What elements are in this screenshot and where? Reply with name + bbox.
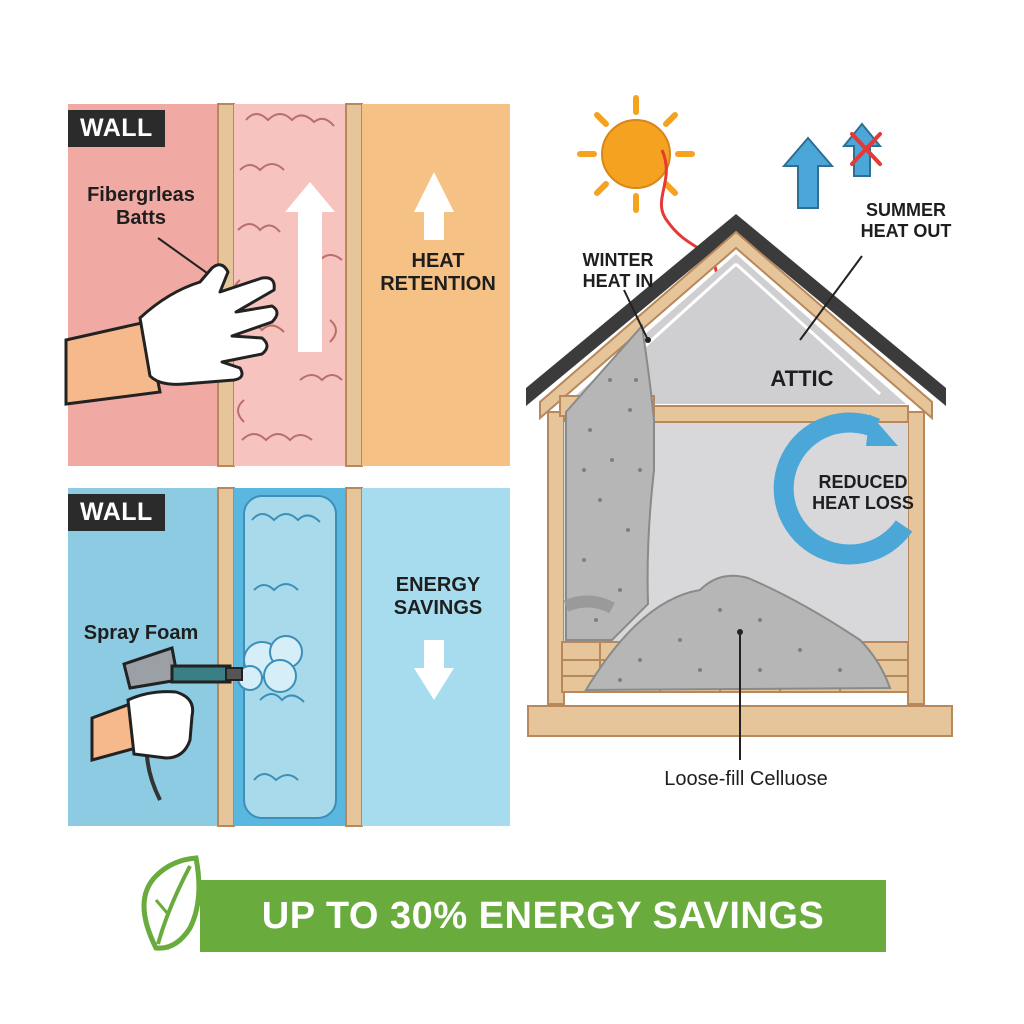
label-line: SUMMER	[866, 200, 946, 220]
gloved-hand-icon	[64, 263, 279, 406]
circular-arrow-head	[866, 414, 898, 446]
spray-gun-icon	[90, 646, 243, 801]
loose-fill-cellulose-label: Loose-fill Celluose	[664, 768, 828, 790]
heat-retention-zone	[362, 104, 510, 466]
reduced-heat-loss-label: REDUCED HEAT LOSS	[800, 472, 926, 513]
foam-texture	[251, 513, 321, 782]
roof-rafter	[539, 230, 933, 421]
label-line: HEAT OUT	[860, 220, 952, 241]
sun-icon	[577, 95, 695, 213]
house-cross-section	[526, 95, 953, 760]
up-arrow-icon	[781, 136, 835, 209]
label-line: ENERGY	[395, 574, 481, 596]
cellulose-texture	[618, 608, 842, 682]
up-arrow-icon	[414, 172, 454, 240]
label-line: Batts	[115, 207, 166, 229]
wall-tag: WALL	[68, 494, 165, 531]
summer-heat-out-label: SUMMER HEAT OUT	[846, 200, 966, 241]
house-wall-right	[907, 411, 925, 705]
cellulose-texture	[582, 378, 642, 622]
circular-arrow-icon	[773, 412, 913, 565]
wall-stud-right	[345, 103, 363, 467]
label-line: Fibergrleas	[87, 184, 195, 206]
spray-plume	[237, 635, 303, 693]
label-line: WINTER	[582, 250, 654, 270]
cross-mark-icon	[850, 132, 882, 166]
savings-banner: UP TO 30% ENERGY SAVINGS	[200, 880, 886, 952]
label-line: RETENTION	[380, 273, 496, 295]
pointer-line	[157, 237, 215, 279]
spray-foam-wall-panel	[68, 487, 510, 827]
pointer-line	[623, 289, 649, 341]
down-arrow-icon	[414, 640, 454, 700]
label-line: SAVINGS	[393, 597, 483, 619]
up-arrow-icon	[841, 122, 883, 177]
pointer-line	[799, 255, 863, 341]
spray-foam-label: Spray Foam	[83, 622, 199, 644]
wall-stud-left	[217, 487, 235, 827]
fiberglass-batts-label: Fibergrleas Batts	[70, 184, 212, 230]
wall-cellulose	[565, 323, 655, 641]
winter-heat-in-label: WINTER HEAT IN	[560, 250, 676, 291]
label-line: HEAT LOSS	[812, 492, 914, 513]
attic-space	[566, 254, 906, 404]
pointer-dot	[737, 629, 743, 635]
attic-label: ATTIC	[770, 366, 834, 391]
heat-retention-label: HEAT RETENTION	[372, 250, 504, 296]
blower-hose	[563, 595, 615, 614]
wall-tag: WALL	[68, 110, 165, 147]
pointer-dot	[645, 337, 651, 343]
label-line: REDUCED	[818, 472, 908, 492]
label-line: HEAT IN	[582, 270, 654, 291]
fiberglass-wall-panel	[64, 103, 510, 467]
wall-stud-right	[345, 487, 363, 827]
label-line: HEAT	[411, 250, 465, 272]
energy-savings-label: ENERGY SAVINGS	[372, 574, 504, 620]
up-arrow-icon	[285, 182, 335, 352]
savings-banner-text: UP TO 30% ENERGY SAVINGS	[261, 895, 825, 937]
leaf-icon	[141, 855, 202, 951]
